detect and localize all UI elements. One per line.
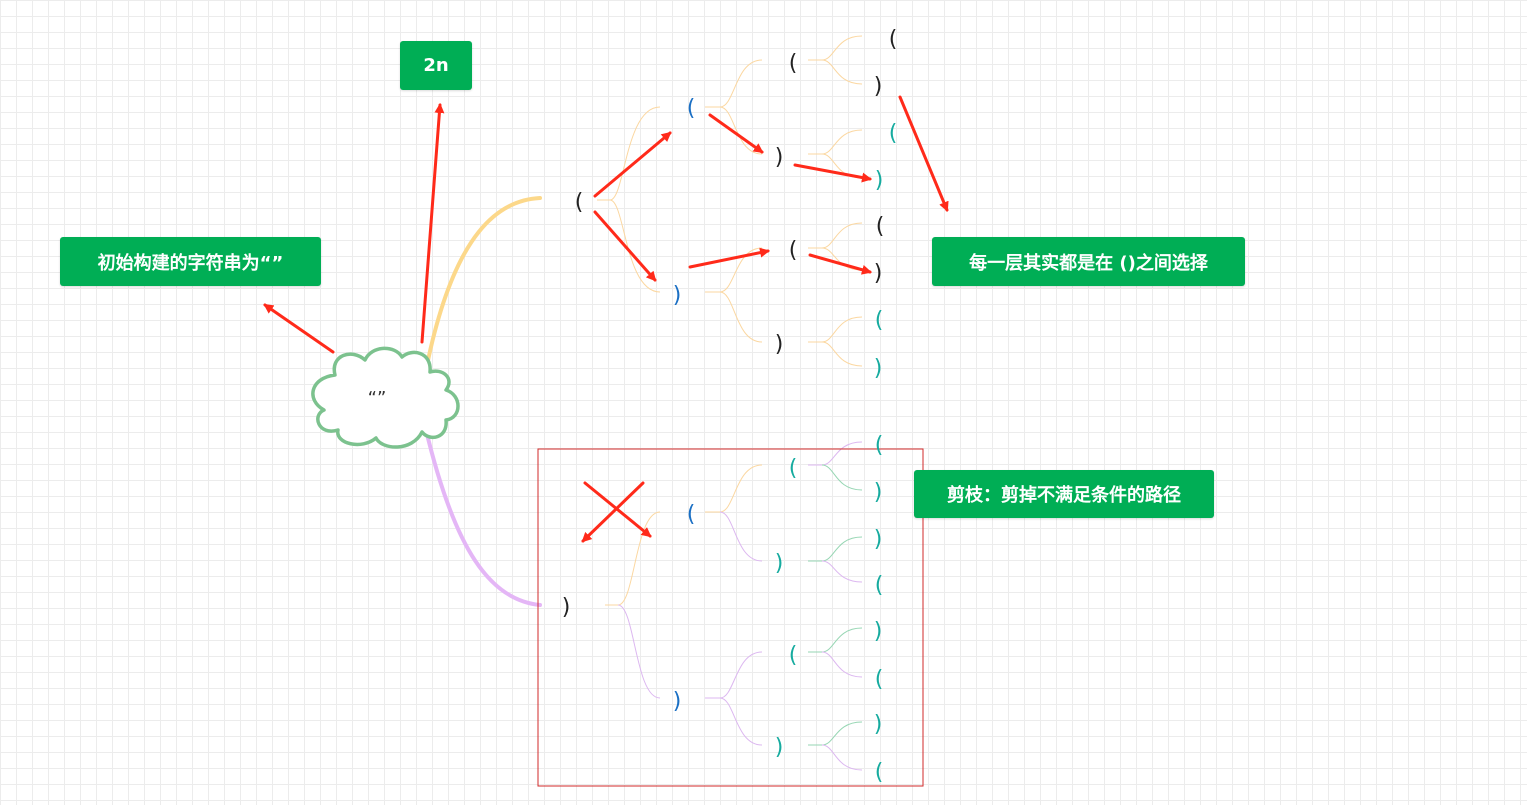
- node-open-open-close: ): [775, 145, 784, 170]
- leaf-cco-1: ): [874, 619, 883, 644]
- node-open-open-open: (: [789, 51, 798, 76]
- node-open-close-open: (: [789, 238, 798, 263]
- branch-open-curve: [425, 196, 542, 367]
- arrow-ooc-to-leaf: [793, 163, 872, 183]
- leaf-oco-2: ): [874, 261, 883, 286]
- annotation-arrows: [263, 95, 949, 543]
- arrow-to-layer-label: [898, 95, 949, 212]
- leaf-occ-1: (: [875, 308, 884, 333]
- connectors-level3: [705, 59, 763, 746]
- arrow-to-2n-label: [420, 103, 445, 344]
- pruned-region-border: [537, 448, 924, 787]
- node-close-open-close: ): [775, 551, 784, 576]
- leaf-occ-2: ): [874, 356, 883, 381]
- label-initial-string: 初始构建的字符串为“”: [60, 237, 321, 286]
- arrow-to-init-label: [263, 303, 335, 354]
- arrow-open-to-open-close: [593, 210, 657, 282]
- node-open-open: (: [687, 96, 696, 121]
- node-open-close: ): [673, 283, 682, 308]
- leaf-oco-1: (: [876, 214, 885, 239]
- leaf-coo-1: (: [875, 433, 884, 458]
- leaf-ooc-2: ): [875, 168, 884, 193]
- connectors-level4: [808, 35, 863, 771]
- connector-lower-root: [605, 511, 661, 699]
- leaf-coc-2: (: [875, 573, 884, 598]
- prune-cross-line-2: [581, 481, 645, 543]
- leaf-ooc-1: (: [889, 121, 898, 146]
- node-open: (: [575, 190, 584, 215]
- node-close-close: ): [673, 689, 682, 714]
- leaf-ccc-2: (: [875, 760, 884, 785]
- leaf-coo-2: ): [874, 480, 883, 505]
- leaf-ooo-1: (: [889, 27, 898, 52]
- label-each-layer-choice: 每一层其实都是在 ()之间选择: [932, 237, 1245, 286]
- arrow-oco-to-leaf: [808, 253, 872, 275]
- leaf-ccc-1: ): [874, 712, 883, 737]
- node-close-close-close: ): [775, 735, 784, 760]
- branch-close-curve: [424, 428, 542, 607]
- node-close-close-open: (: [789, 643, 798, 668]
- node-open-close-close: ): [775, 332, 784, 357]
- node-close-open: (: [687, 502, 696, 527]
- leaf-coc-1: ): [874, 527, 883, 552]
- arrow-open-to-open-open: [593, 131, 672, 198]
- leaf-cco-2: (: [875, 667, 884, 692]
- node-close-open-open: (: [789, 456, 798, 481]
- label-pruning: 剪枝：剪掉不满足条件的路径: [914, 470, 1214, 518]
- root-cloud: [311, 346, 460, 449]
- root-text: “”: [368, 388, 387, 409]
- leaf-ooo-2: ): [874, 74, 883, 99]
- connector-upper-root: [597, 106, 661, 293]
- arrow-oc-to-oco: [688, 247, 770, 269]
- tree-nodes: ( ( ) ( ) ( ) ( ) ( ) ( ) ( ) ) ( ) ( ) …: [562, 27, 898, 785]
- label-count-2n: 2n: [400, 41, 472, 90]
- node-close: ): [562, 595, 571, 620]
- arrow-oo-to-ooc: [708, 113, 764, 154]
